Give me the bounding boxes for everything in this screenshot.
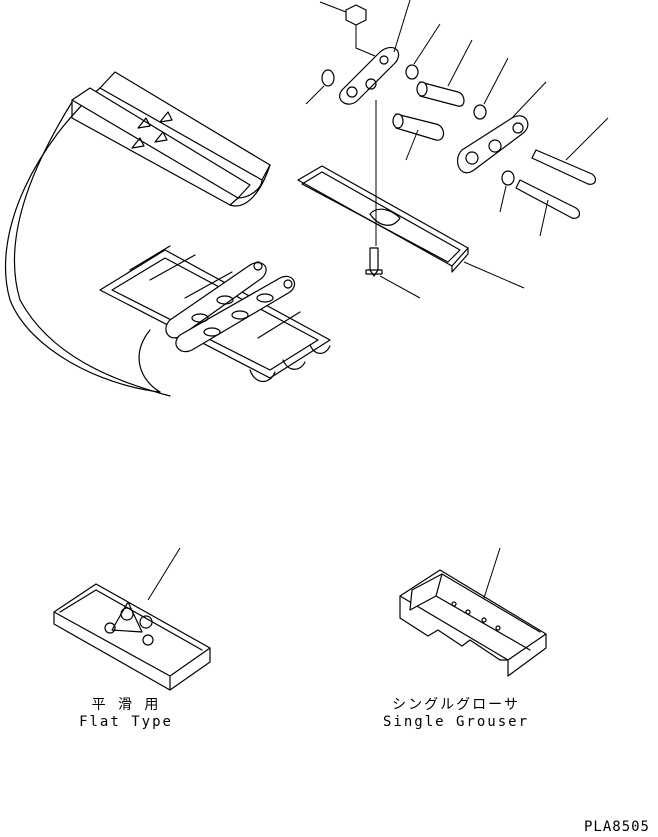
track-shoe (297, 165, 469, 267)
flat-type-caption: 平 滑 用 Flat Type (79, 697, 173, 731)
bushing (395, 113, 445, 141)
single-grouser-shoe-drawing (399, 547, 547, 677)
flat-type-shoe-drawing (53, 547, 211, 691)
master-pin (531, 149, 597, 185)
single-grouser-caption: シングルグローサ Single Grouser (383, 697, 529, 731)
link-lower (457, 115, 529, 174)
washer (473, 104, 487, 120)
drawing-code: PLA8505 (583, 819, 650, 835)
link-upper (339, 47, 400, 105)
bolt (369, 247, 379, 277)
washer (405, 64, 419, 80)
flat-type-label-jp: 平 滑 用 (91, 697, 161, 713)
track-assembly-drawing (5, 71, 331, 397)
washer (321, 69, 335, 87)
nut (345, 4, 367, 26)
exploded-parts-drawing (297, 0, 609, 299)
pin (515, 179, 581, 219)
single-grouser-label-jp: シングルグローサ (392, 697, 520, 713)
flat-type-label-en: Flat Type (79, 714, 173, 730)
washer (501, 170, 515, 186)
bushing (419, 81, 465, 107)
single-grouser-label-en: Single Grouser (382, 714, 530, 730)
